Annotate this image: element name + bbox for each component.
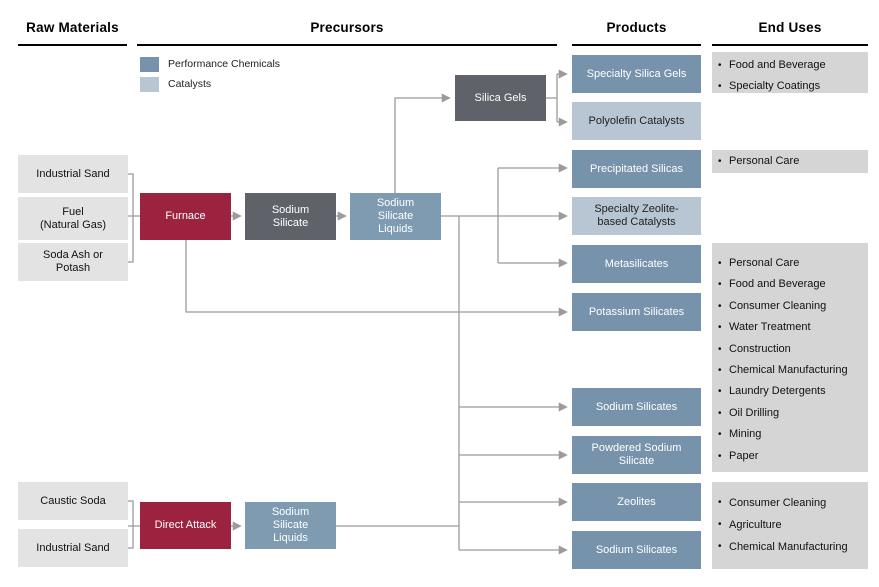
column-header-raw-materials: Raw Materials bbox=[18, 20, 127, 46]
product-precipitated-silicas: Precipitated Silicas bbox=[572, 150, 701, 188]
legend-label: Catalysts bbox=[168, 78, 212, 90]
silica-gels-split bbox=[546, 74, 558, 122]
end-use-item: Oil Drilling bbox=[712, 403, 868, 425]
furnace-to-potassium-silicates-arrow bbox=[185, 240, 568, 317]
product-specialty-silica-gels: Specialty Silica Gels bbox=[572, 55, 701, 93]
liquids-right-split bbox=[441, 168, 499, 263]
raw-material-industrial-sand: Industrial Sand bbox=[18, 155, 128, 193]
end-use-item: Personal Care bbox=[712, 253, 868, 275]
legend-catalysts: Catalysts bbox=[140, 77, 211, 92]
end-use-item: Food and Beverage bbox=[712, 274, 868, 296]
precursor-silica-gels: Silica Gels bbox=[455, 75, 546, 121]
raw-material-fuel-natural-gas: Fuel (Natural Gas) bbox=[18, 197, 128, 240]
end-use-item: Chemical Manufacturing bbox=[712, 360, 868, 382]
end-use-item: Food and Beverage bbox=[712, 55, 868, 76]
column-header-products: Products bbox=[572, 20, 701, 46]
legend-performance-chemicals: Performance Chemicals bbox=[140, 57, 280, 72]
catalysts-swatch bbox=[140, 77, 159, 92]
end-use-item: Chemical Manufacturing bbox=[712, 536, 868, 558]
process-direct-attack: Direct Attack bbox=[140, 502, 231, 549]
process-furnace: Furnace bbox=[140, 193, 231, 240]
product-potassium-silicates: Potassium Silicates bbox=[572, 293, 701, 331]
precursor-sodium-silicate-liquids-2: Sodium Silicate Liquids bbox=[245, 502, 336, 549]
end-uses-precipitated-silicas-group: Personal Care bbox=[712, 150, 868, 173]
end-use-item: Personal Care bbox=[712, 153, 868, 170]
product-specialty-zeolite-based-catalysts: Specialty Zeolite- based Catalysts bbox=[572, 197, 701, 235]
end-use-item: Agriculture bbox=[712, 514, 868, 536]
liquids-to-silica-gels-arrow bbox=[394, 93, 451, 193]
end-use-item: Laundry Detergents bbox=[712, 381, 868, 403]
raw-to-direct-attack-bracket bbox=[128, 500, 140, 549]
raw-material-industrial-sand-2: Industrial Sand bbox=[18, 529, 128, 567]
performance-chemicals-swatch bbox=[140, 57, 159, 72]
column-header-precursors: Precursors bbox=[137, 20, 557, 46]
column-header-end-uses: End Uses bbox=[712, 20, 868, 46]
end-uses-zeolites-group: Consumer CleaningAgricultureChemical Man… bbox=[712, 482, 868, 569]
product-zeolites: Zeolites bbox=[572, 483, 701, 521]
product-powdered-sodium-silicate: Powdered Sodium Silicate bbox=[572, 436, 701, 474]
product-sodium-silicates: Sodium Silicates bbox=[572, 388, 701, 426]
end-use-item: Consumer Cleaning bbox=[712, 492, 868, 514]
end-use-item: Water Treatment bbox=[712, 317, 868, 339]
raw-material-caustic-soda: Caustic Soda bbox=[18, 482, 128, 520]
end-uses-silicates-group: Personal CareFood and BeverageConsumer C… bbox=[712, 243, 868, 472]
raw-to-furnace-bracket bbox=[128, 173, 140, 263]
product-sodium-silicates-2: Sodium Silicates bbox=[572, 531, 701, 569]
raw-material-soda-ash-or-potash: Soda Ash or Potash bbox=[18, 243, 128, 281]
end-use-item: Mining bbox=[712, 424, 868, 446]
precursor-sodium-silicate-liquids: Sodium Silicate Liquids bbox=[350, 193, 441, 240]
legend-label: Performance Chemicals bbox=[168, 58, 281, 70]
end-use-item: Construction bbox=[712, 339, 868, 361]
end-use-item: Consumer Cleaning bbox=[712, 296, 868, 318]
product-polyolefin-catalysts: Polyolefin Catalysts bbox=[572, 102, 701, 140]
end-uses-silica-gels-group: Food and BeverageSpecialty Coatings bbox=[712, 52, 868, 97]
precursor-sodium-silicate: Sodium Silicate bbox=[245, 193, 336, 240]
end-use-item: Paper bbox=[712, 446, 868, 468]
end-use-item: Specialty Coatings bbox=[712, 76, 868, 97]
product-metasilicates: Metasilicates bbox=[572, 245, 701, 283]
